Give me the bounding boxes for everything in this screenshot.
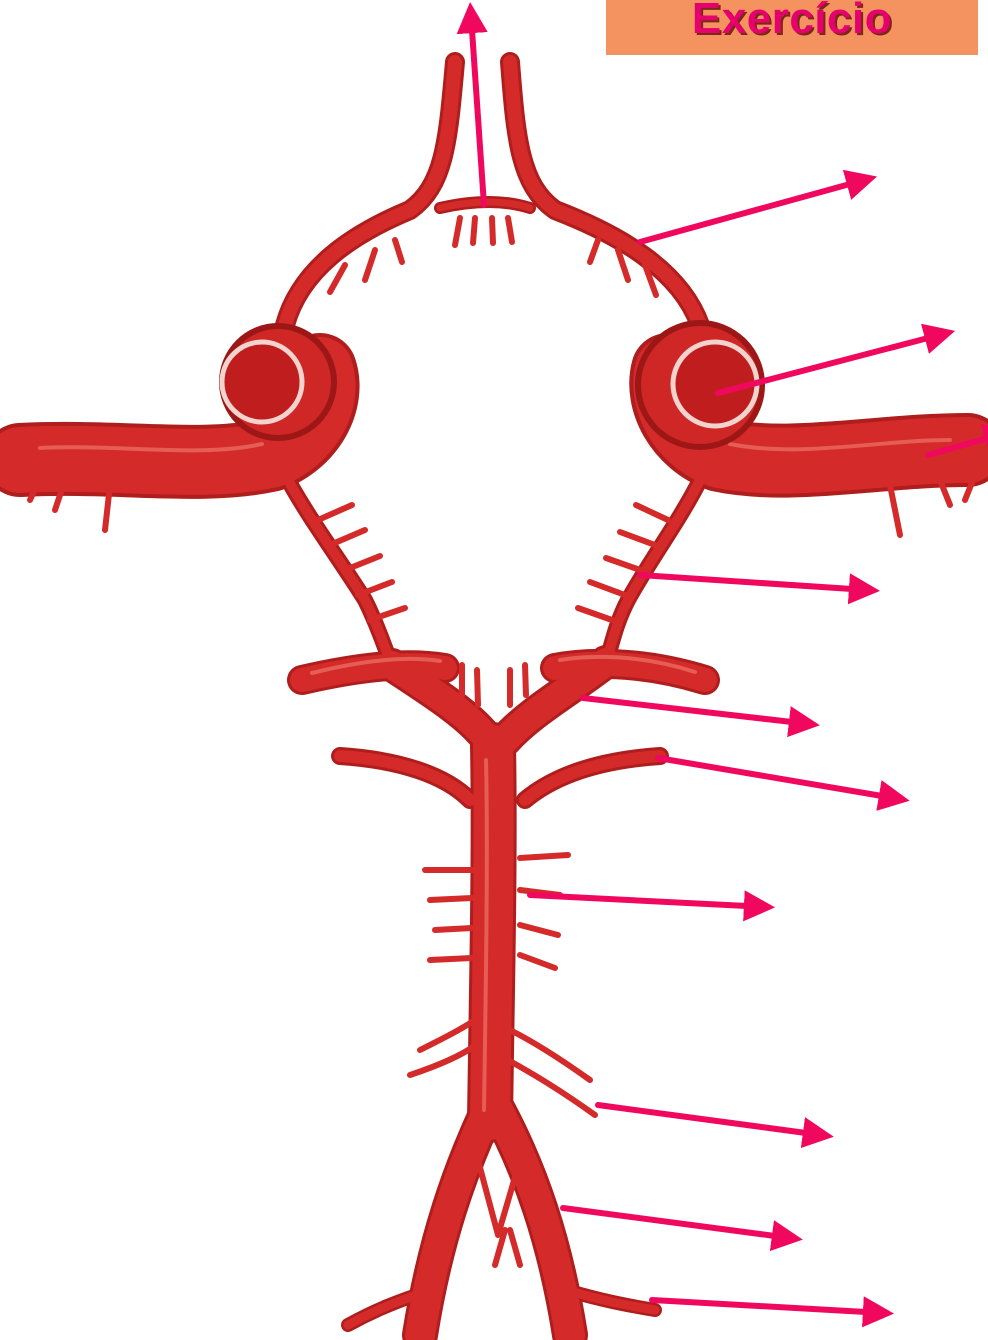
internal-carotid-left — [222, 326, 334, 438]
arrow-anterior-cerebral — [640, 184, 850, 242]
arrow-basilar — [530, 895, 747, 906]
arrow-posterior-communicating — [640, 575, 852, 589]
arterial-vessels — [20, 62, 975, 1335]
arrow-vertebral — [563, 1208, 775, 1236]
arrow-anterior-communicating — [472, 30, 484, 205]
arrow-anterior-inferior-cerebellar — [598, 1105, 806, 1133]
arrow-posterior-cerebral — [583, 698, 792, 722]
arrow-superior-cerebellar — [658, 758, 882, 796]
arrow-posterior-inferior-cerebellar — [652, 1300, 866, 1312]
title-banner: Exercício — [606, 0, 978, 55]
page-title: Exercício — [692, 0, 892, 44]
